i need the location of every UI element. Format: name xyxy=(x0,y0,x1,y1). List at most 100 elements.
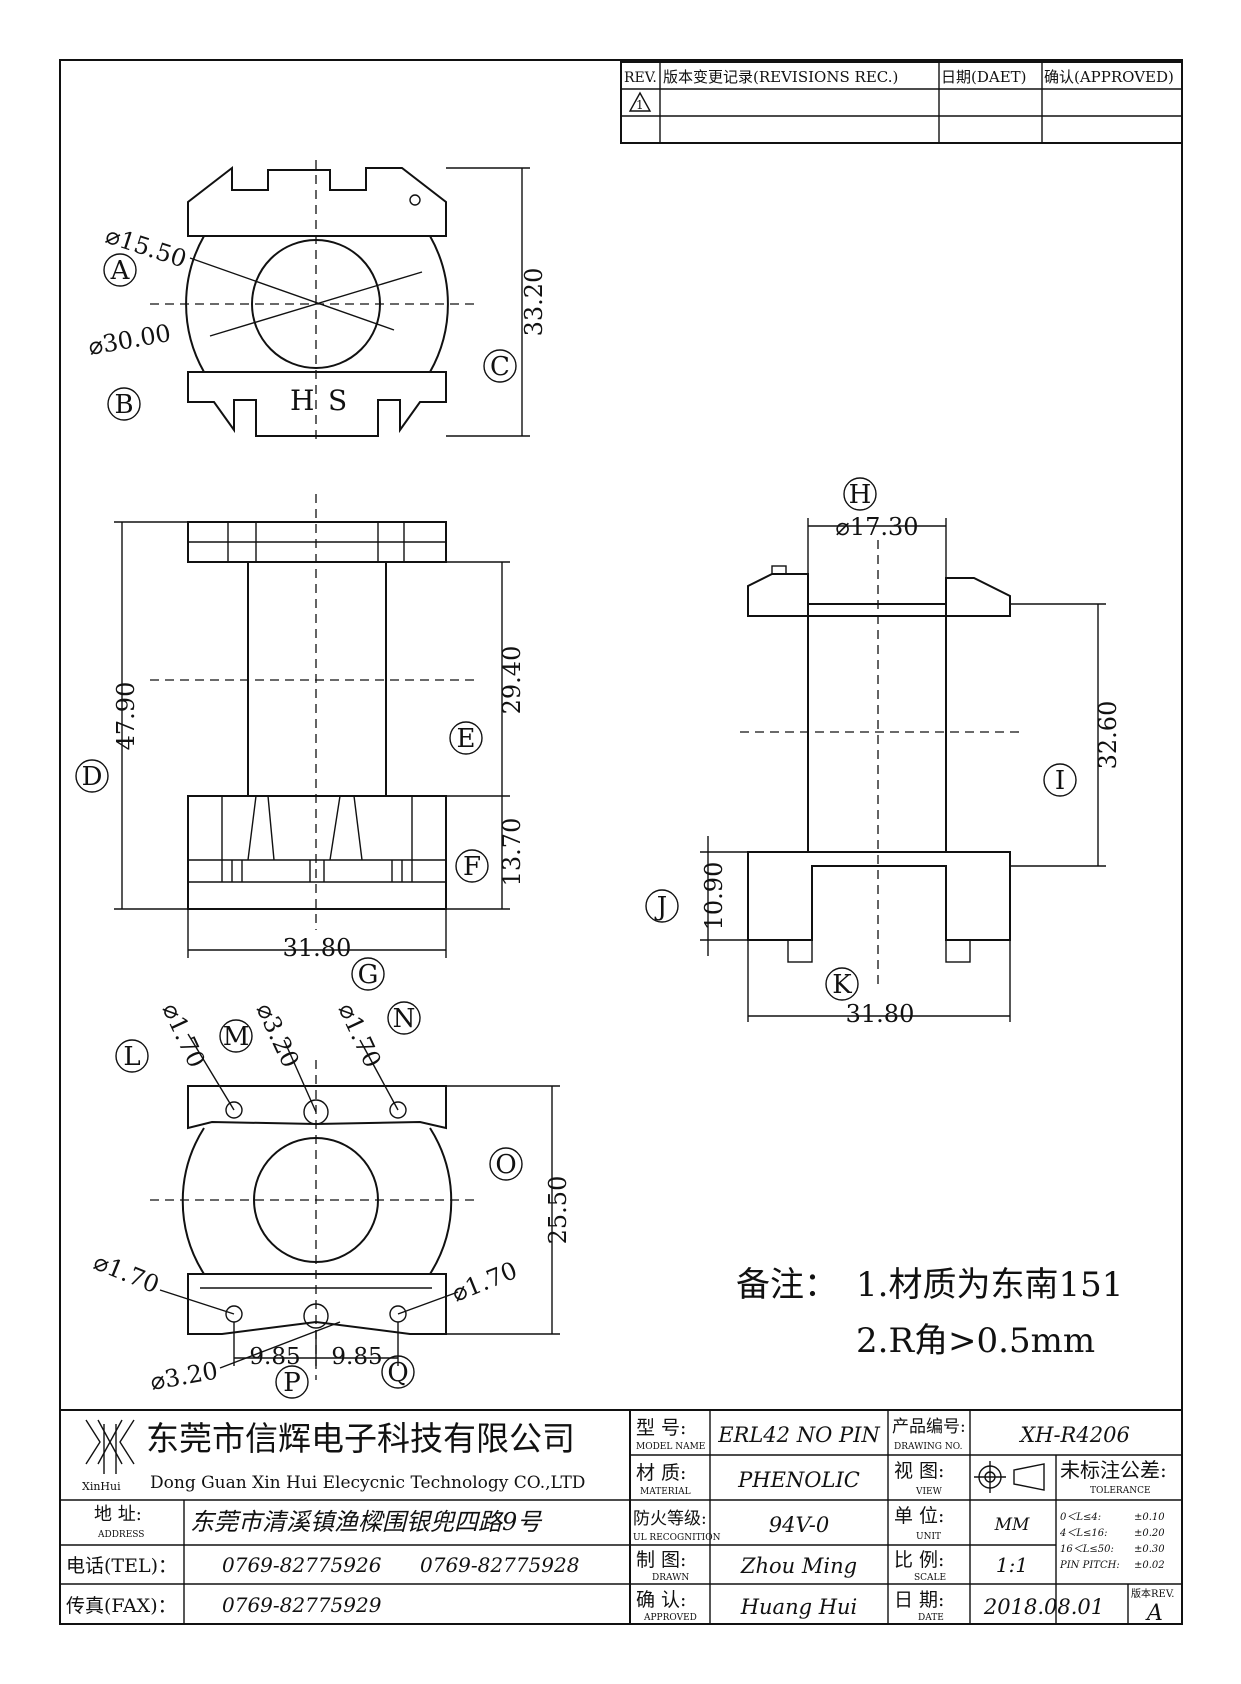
date-col-header: 日期(DAET) xyxy=(941,68,1027,86)
notes: 备注： 1.材质为东南151 2.R角>0.5mm xyxy=(736,1265,1123,1361)
balloon-o-label: O xyxy=(495,1150,516,1180)
dim-25-50: 25.50 xyxy=(544,1176,572,1245)
balloon-e xyxy=(449,721,483,755)
balloon-a xyxy=(103,253,137,287)
tolerance-label-en: TOLERANCE xyxy=(1090,1486,1151,1496)
balloon-f xyxy=(455,849,489,883)
drawn-value: Zhou Ming xyxy=(740,1554,857,1578)
rev-col-header: REV. xyxy=(624,70,657,86)
drawing-no-label-en: DRAWING NO. xyxy=(894,1442,963,1452)
balloon-h xyxy=(843,477,877,511)
address-label-en: ADDRESS xyxy=(97,1530,144,1540)
balloon-c xyxy=(483,349,517,383)
dim-dia-3-20-bottom: ⌀3.20 xyxy=(148,1357,220,1396)
revision-triangle-icon xyxy=(628,91,652,112)
tolerance-range-3: 16＜L≤50: xyxy=(1060,1544,1114,1555)
revision-table: REV. 版本变更记录(REVISIONS REC.) 日期(DAET) 确认(… xyxy=(620,61,1183,144)
balloon-d-label: D xyxy=(82,762,103,792)
balloon-l xyxy=(115,1039,149,1073)
fax-label: 传真(FAX)： xyxy=(66,1595,177,1617)
model-label: 型 号: xyxy=(636,1417,686,1439)
mark-h: H xyxy=(290,384,314,417)
approved-label: 确 认: xyxy=(636,1589,686,1611)
balloon-j-label: J xyxy=(654,892,667,922)
revision-mark: 1 xyxy=(636,98,644,112)
tolerance-range-2: 4＜L≤16: xyxy=(1059,1528,1107,1539)
dim-10-90: 10.90 xyxy=(700,862,728,931)
company-name-en: Dong Guan Xin Hui Elecycnic Technology C… xyxy=(150,1473,585,1493)
right-view: ⌀17.30 32.60 10.90 31.80 xyxy=(700,513,1122,1028)
balloon-m xyxy=(219,1019,253,1053)
scale-label-en: SCALE xyxy=(914,1573,946,1583)
date-label: 日 期: xyxy=(894,1589,944,1611)
tolerance-range-4: PIN PITCH: xyxy=(1059,1560,1120,1571)
projection-symbol-icon xyxy=(974,1461,1045,1493)
drawn-label-en: DRAWN xyxy=(652,1573,689,1583)
dim-47-90: 47.90 xyxy=(112,682,140,751)
unit-value: MM xyxy=(994,1515,1030,1535)
balloon-g xyxy=(351,957,385,991)
notes-line1: 1.材质为东南151 xyxy=(856,1265,1123,1305)
notes-line2: 2.R角>0.5mm xyxy=(856,1321,1095,1361)
company-logo: XinHui xyxy=(82,1419,135,1493)
side-view: 47.90 29.40 13.70 31.80 xyxy=(112,494,526,962)
balloon-group: A B C D E F G H I J K L M N O P Q xyxy=(75,253,1077,1399)
view-label-en: VIEW xyxy=(915,1487,943,1497)
date-label-en: DATE xyxy=(918,1613,944,1623)
scale-value: 1:1 xyxy=(996,1553,1028,1577)
balloon-n xyxy=(387,1001,421,1035)
address-label: 地 址: xyxy=(94,1504,142,1525)
dim-dia-1-70-br: ⌀1.70 xyxy=(448,1256,521,1307)
tel-1: 0769-82775926 xyxy=(222,1553,382,1577)
ul-label-en: UL RECOGNITION xyxy=(633,1533,721,1543)
dim-dia-1-70-n: ⌀1.70 xyxy=(333,999,387,1072)
balloon-f-label: F xyxy=(463,852,481,882)
drawing-no-value: XH-R4206 xyxy=(1018,1423,1130,1447)
balloon-o xyxy=(489,1147,523,1181)
approved-label-en: APPROVED xyxy=(643,1613,697,1623)
dim-9-85-b: 9.85 xyxy=(331,1344,382,1370)
date-value: 2018.08.01 xyxy=(983,1595,1104,1619)
model-value: ERL42 NO PIN xyxy=(717,1423,880,1447)
approved-col-header: 确认(APPROVED) xyxy=(1044,68,1174,86)
tolerance-range-1: 0＜L≤4: xyxy=(1060,1512,1101,1523)
top-view: H S ⌀15.50 ⌀30.00 33.20 xyxy=(86,160,548,440)
address-value: 东莞市清溪镇渔樑围银兜四路9号 xyxy=(190,1508,543,1536)
balloon-d xyxy=(75,759,109,793)
balloon-c-label: C xyxy=(490,352,510,382)
dim-dia-30-00: ⌀30.00 xyxy=(86,319,173,361)
balloon-h-label: H xyxy=(849,480,872,510)
balloon-e-label: E xyxy=(457,724,476,754)
balloon-n-label: N xyxy=(393,1004,416,1034)
dim-dia-3-20-top: ⌀3.20 xyxy=(251,999,305,1072)
dim-dia-1-70-bl: ⌀1.70 xyxy=(90,1248,163,1299)
dim-33-20: 33.20 xyxy=(520,268,548,337)
rev-value: A xyxy=(1145,1601,1163,1626)
sheet-border xyxy=(59,59,1183,1625)
approved-value: Huang Hui xyxy=(740,1595,858,1619)
view-label: 视 图: xyxy=(894,1460,944,1482)
balloon-j xyxy=(645,889,679,923)
unit-label-en: UNIT xyxy=(916,1532,941,1542)
company-name-cn: 东莞市信辉电子科技有限公司 xyxy=(146,1419,575,1458)
tolerance-label: 未标注公差: xyxy=(1060,1458,1167,1482)
balloon-p-label: P xyxy=(283,1368,301,1398)
dim-13-70: 13.70 xyxy=(498,818,526,887)
dim-dia-1-70-l: ⌀1.70 xyxy=(157,999,211,1072)
balloon-a-label: A xyxy=(110,256,131,286)
bottom-view: ⌀1.70 ⌀3.20 ⌀1.70 25.50 ⌀1.70 ⌀1.70 ⌀3.2… xyxy=(90,999,572,1396)
balloon-q-label: Q xyxy=(387,1358,408,1388)
tolerance-value-4: ±0.02 xyxy=(1134,1560,1165,1571)
revisions-col-header: 版本变更记录(REVISIONS REC.) xyxy=(663,68,898,86)
rev-label: 版本REV. xyxy=(1131,1587,1174,1600)
balloon-p xyxy=(275,1365,309,1399)
dim-32-60: 32.60 xyxy=(1094,701,1122,770)
tel-2: 0769-82775928 xyxy=(420,1553,579,1577)
scale-label: 比 例: xyxy=(894,1549,944,1571)
logo-text: XinHui xyxy=(82,1480,121,1493)
model-label-en: MODEL NAME xyxy=(636,1442,705,1452)
fax-value: 0769-82775929 xyxy=(222,1593,382,1617)
ul-label: 防火等级: xyxy=(633,1509,707,1529)
notes-label: 备注： xyxy=(736,1265,838,1305)
